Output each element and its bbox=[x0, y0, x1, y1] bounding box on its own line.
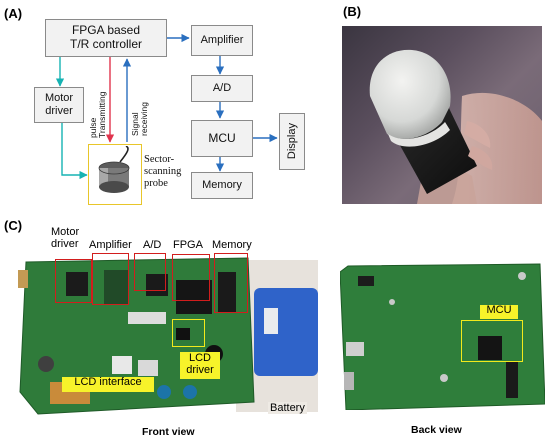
fpga-controller-box: FPGA based T/R controller bbox=[45, 19, 167, 57]
mcu-box: MCU bbox=[191, 120, 253, 157]
battery-label: Battery bbox=[268, 402, 307, 414]
board-label-ad: A/D bbox=[143, 239, 162, 251]
board-label-motor-driver: Motor driver bbox=[51, 226, 80, 251]
lcd-interface-tag: LCD interface bbox=[62, 376, 154, 392]
motor-driver-highlight bbox=[55, 259, 92, 303]
amplifier-highlight bbox=[92, 253, 129, 305]
lcd-driver-tag: LCD driver bbox=[180, 352, 220, 379]
back-view-board-photo bbox=[339, 262, 546, 411]
ad-highlight bbox=[134, 253, 166, 291]
panel-label-a: (A) bbox=[4, 6, 23, 21]
amplifier-box: Amplifier bbox=[191, 25, 253, 56]
motor-driver-box: Motor driver bbox=[34, 87, 84, 123]
mcu-tag: MCU bbox=[480, 304, 518, 319]
signal-receiving-label: Signal receiving bbox=[130, 101, 149, 136]
probe-photo bbox=[342, 26, 542, 204]
panel-label-b: (B) bbox=[343, 4, 362, 19]
back-board-drawing bbox=[339, 263, 546, 411]
probe-label: Sector- scanning probe bbox=[144, 154, 182, 190]
mcu-highlight bbox=[461, 320, 523, 362]
fpga-highlight bbox=[172, 254, 210, 301]
probe-image bbox=[98, 146, 130, 193]
memory-box: Memory bbox=[191, 172, 253, 199]
ad-box: A/D bbox=[191, 75, 253, 102]
lcd-driver-highlight bbox=[172, 319, 205, 347]
probe-photo-drawing bbox=[369, 49, 542, 204]
board-label-fpga: FPGA bbox=[173, 239, 203, 251]
panel-label-c: (C) bbox=[4, 218, 23, 233]
back-view-caption: Back view bbox=[411, 424, 462, 436]
board-label-amplifier: Amplifier bbox=[89, 239, 132, 251]
pulse-transmitting-label: pulse Transmitting bbox=[88, 91, 107, 138]
front-view-caption: Front view bbox=[142, 426, 195, 438]
block-diagram-arrows bbox=[55, 33, 278, 180]
probe-box bbox=[88, 144, 142, 205]
board-label-memory: Memory bbox=[212, 239, 252, 251]
memory-highlight bbox=[214, 253, 248, 313]
display-box: Display bbox=[279, 113, 305, 170]
display-box-label: Display bbox=[285, 123, 298, 160]
